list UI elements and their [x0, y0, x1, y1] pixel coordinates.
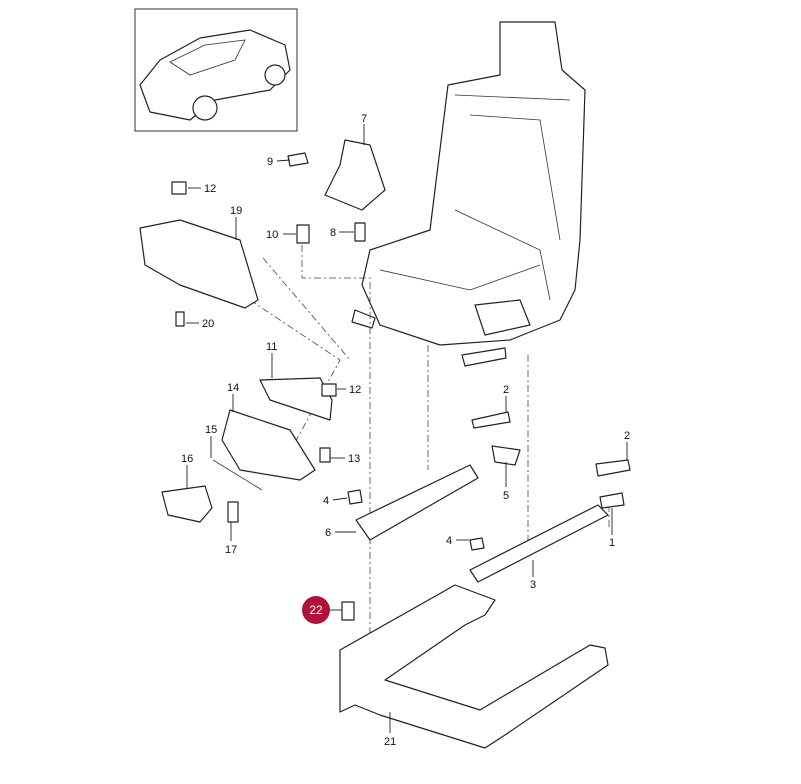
part-shapes [139, 139, 631, 749]
callout-3[interactable]: 3 [530, 579, 536, 591]
callout-5[interactable]: 5 [503, 490, 509, 502]
callout-4[interactable]: 4 [323, 495, 329, 507]
callout-8[interactable]: 8 [330, 227, 336, 239]
callout-17[interactable]: 17 [225, 544, 237, 556]
callout-10[interactable]: 10 [266, 229, 278, 241]
callout-22-highlighted[interactable]: 22 [302, 596, 330, 624]
callout-14[interactable]: 14 [227, 382, 239, 394]
callout-22-label[interactable]: 22 [309, 603, 323, 617]
callout-13[interactable]: 13 [348, 453, 360, 465]
callout-2-right[interactable]: 2 [624, 430, 630, 442]
vehicle-thumbnail [134, 8, 298, 132]
callout-labels: 12 19 9 7 10 8 20 11 12 14 15 13 16 4 6 … [181, 113, 630, 748]
callout-16[interactable]: 16 [181, 453, 193, 465]
callout-6[interactable]: 6 [325, 527, 331, 539]
callout-12[interactable]: 12 [204, 183, 216, 195]
callout-2[interactable]: 2 [503, 384, 509, 396]
callout-1[interactable]: 1 [609, 537, 615, 549]
seat-assembly [351, 21, 586, 367]
callout-11[interactable]: 11 [266, 341, 277, 353]
callout-7[interactable]: 7 [361, 113, 367, 125]
callout-4-lower[interactable]: 4 [446, 535, 452, 547]
callout-12-lower[interactable]: 12 [349, 384, 361, 396]
callout-21[interactable]: 21 [384, 736, 396, 748]
callout-9[interactable]: 9 [267, 156, 273, 168]
highlight-circle [302, 596, 330, 624]
callout-19[interactable]: 19 [230, 205, 242, 217]
callout-15[interactable]: 15 [205, 424, 217, 436]
callout-20[interactable]: 20 [202, 318, 214, 330]
